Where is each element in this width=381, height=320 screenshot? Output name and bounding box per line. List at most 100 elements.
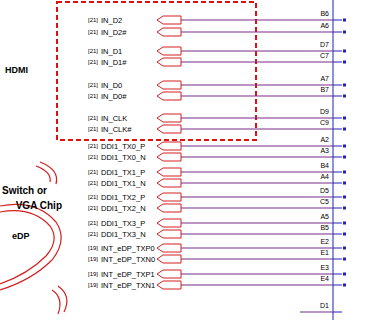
pin-stub: [333, 146, 342, 147]
signal-name: IN_CLK#: [101, 125, 131, 134]
offpage-connector: [157, 16, 181, 24]
pin-number: A5: [320, 213, 329, 221]
pin-stub: [333, 51, 342, 52]
sheet-ref: [21]: [88, 143, 98, 150]
pin-stub: [333, 259, 342, 260]
pin-dot: [343, 171, 346, 174]
sheet-ref: [19]: [88, 271, 98, 278]
pin-number: A3: [320, 147, 329, 155]
offpage-connector: [157, 193, 181, 201]
pin-dot: [343, 156, 346, 159]
pin-stub: [333, 234, 342, 235]
offpage-connector: [157, 204, 181, 212]
sheet-ref: [21]: [88, 48, 98, 55]
pin-dot: [343, 258, 346, 261]
wire: [181, 183, 333, 184]
pin-dot: [343, 207, 346, 210]
chip-edge: [333, 0, 334, 320]
signal-name: IN_D0: [101, 81, 122, 90]
signal-name: DDI1_TX1_P: [101, 168, 145, 177]
pin-dot: [343, 84, 346, 87]
pin-stub: [333, 96, 342, 97]
sheet-ref: [21]: [88, 59, 98, 66]
sheet-ref: [21]: [88, 115, 98, 122]
pin-number: E1: [320, 249, 329, 257]
pin-stub: [333, 312, 342, 313]
signal-name: INT_eDP_TXN0: [101, 255, 155, 264]
group-title: eDP: [12, 231, 30, 242]
pin-number: D1: [320, 302, 329, 310]
pin-stub: [333, 197, 342, 198]
signal-name: IN_D0#: [101, 92, 126, 101]
sheet-ref: [21]: [88, 169, 98, 176]
signal-name: IN_D2: [101, 16, 122, 25]
pin-stub: [333, 32, 342, 33]
pin-dot: [343, 19, 346, 22]
wire: [181, 223, 333, 224]
wire: [181, 146, 333, 147]
edp-outline: [0, 162, 67, 314]
pin-stub: [333, 274, 342, 275]
pin-number: E2: [320, 238, 329, 246]
wire: [181, 20, 333, 21]
hdmi-group-box: [57, 2, 256, 140]
group-title: HDMI: [5, 65, 28, 76]
pin-dot: [343, 284, 346, 287]
wire: [181, 172, 333, 173]
pin-number: A6: [320, 22, 329, 30]
sheet-ref: [21]: [88, 29, 98, 36]
pin-number: B4: [320, 162, 329, 170]
offpage-connector: [157, 58, 181, 66]
offpage-connector: [157, 125, 181, 133]
sheet-ref: [19]: [88, 282, 98, 289]
wire: [181, 234, 333, 235]
pin-number: A7: [320, 75, 329, 83]
pin-dot: [343, 61, 346, 64]
pin-dot: [343, 233, 346, 236]
pin-stub: [333, 118, 342, 119]
wire: [181, 208, 333, 209]
pin-dot: [343, 196, 346, 199]
signal-name: DDI1_TX2_P: [101, 193, 145, 202]
pin-dot: [343, 31, 346, 34]
offpage-connector: [157, 255, 181, 263]
pin-dot: [343, 95, 346, 98]
wire: [181, 51, 333, 52]
pin-number: C5: [320, 198, 329, 206]
offpage-connector: [157, 142, 181, 150]
pin-stub: [333, 208, 342, 209]
wire: [181, 197, 333, 198]
chip-title: Switch or VGA Chip: [2, 183, 62, 213]
pin-dot: [343, 50, 346, 53]
wire: [181, 85, 333, 86]
wire: [181, 157, 333, 158]
signal-name: INT_eDP_TXN1: [101, 281, 155, 290]
offpage-connector: [157, 114, 181, 122]
wire: [181, 248, 333, 249]
signal-name: DDI1_TX2_N: [101, 204, 146, 213]
pin-number: B7: [320, 86, 329, 94]
pin-stub: [333, 85, 342, 86]
sheet-ref: [19]: [88, 256, 98, 263]
sheet-ref: [21]: [88, 82, 98, 89]
pin-number: A4: [320, 173, 329, 181]
wire: [181, 118, 333, 119]
pin-dot: [343, 247, 346, 250]
sheet-ref: [21]: [88, 231, 98, 238]
pin-stub: [333, 248, 342, 249]
pin-stub: [333, 172, 342, 173]
wire: [181, 259, 333, 260]
offpage-connector: [157, 281, 181, 289]
pin-number: A2: [320, 136, 329, 144]
sheet-ref: [21]: [88, 17, 98, 24]
offpage-connector: [157, 230, 181, 238]
signal-name: DDI1_TX0_P: [101, 142, 145, 151]
sheet-ref: [21]: [88, 180, 98, 187]
sheet-ref: [19]: [88, 245, 98, 252]
pin-number: D5: [320, 187, 329, 195]
offpage-connector: [157, 28, 181, 36]
signal-name: DDI1_TX3_N: [101, 230, 146, 239]
signal-name: IN_CLK: [101, 114, 127, 123]
offpage-connector: [157, 179, 181, 187]
pin-number: E4: [320, 275, 329, 283]
